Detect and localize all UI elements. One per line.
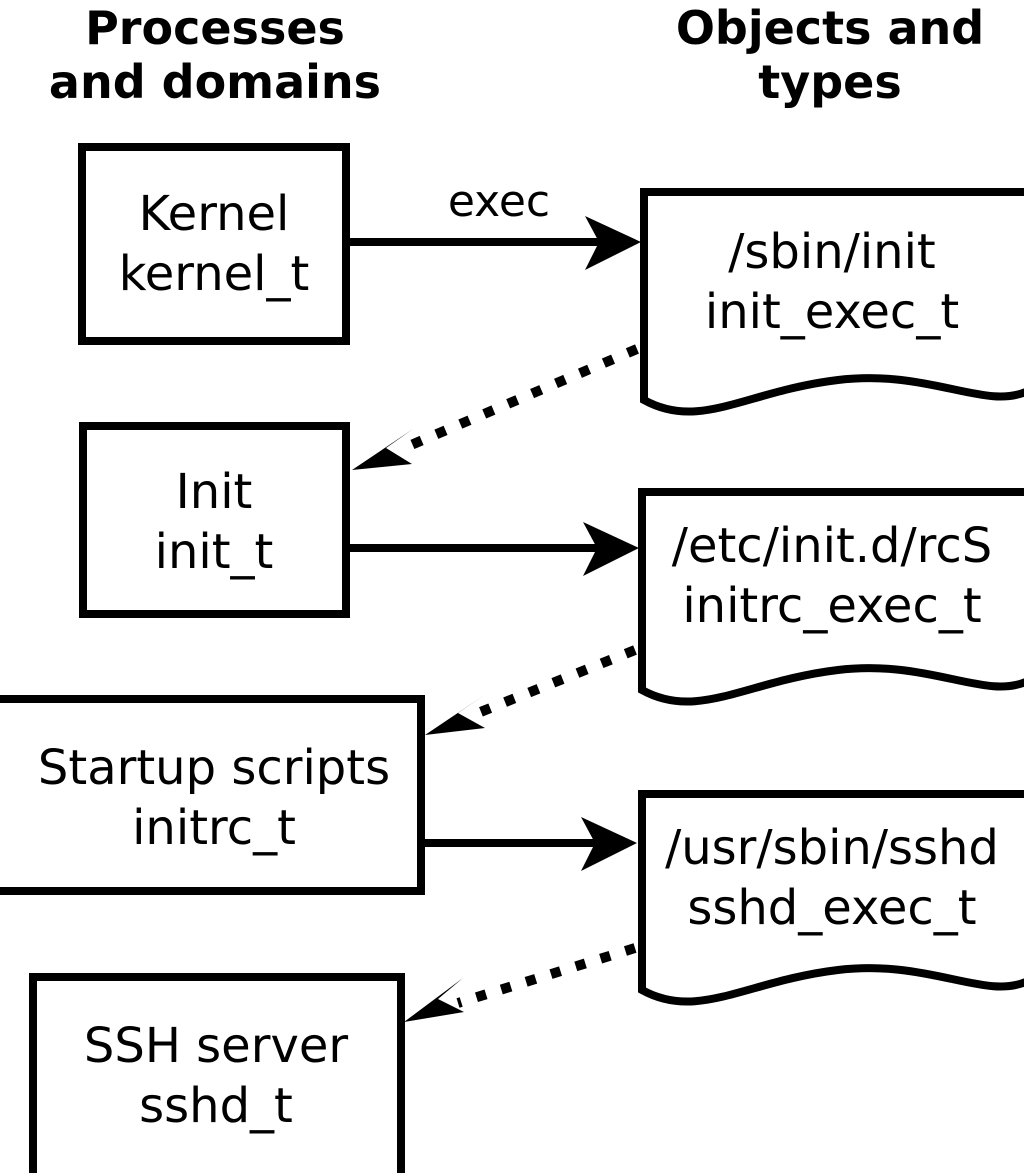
object-node-sshd-exec[interactable]: /usr/sbin/sshd sshd_exec_t	[638, 790, 1024, 1006]
node-document-shape	[638, 488, 1024, 706]
object-node-init-exec[interactable]: /sbin/init init_exec_t	[640, 188, 1024, 416]
node-label-line2: initrc_exec_t	[682, 578, 981, 634]
edge-sshd-exec-transition-sshd	[404, 943, 637, 1022]
node-label-line2: sshd_exec_t	[687, 880, 976, 936]
column-header-processes: Processes and domains	[49, 1, 381, 109]
node-box	[0, 695, 425, 895]
edge-kernel-exec-init-exec: exec	[350, 176, 641, 270]
objects-header-line2: types	[758, 55, 901, 109]
arrow-head-icon	[425, 694, 486, 735]
processes-header-line1: Processes	[85, 1, 345, 55]
node-label-line1: /etc/init.d/rcS	[672, 518, 992, 574]
edge-initrc-exec-transition-initrc	[425, 645, 637, 735]
edge-initrc-exec-sshd-exec	[425, 817, 637, 871]
object-node-initrc-exec[interactable]: /etc/init.d/rcS initrc_exec_t	[638, 488, 1024, 706]
column-header-objects: Objects and types	[676, 1, 984, 109]
node-label-line1: SSH server	[84, 1018, 349, 1074]
node-label-line2: kernel_t	[119, 246, 310, 302]
process-node-init[interactable]: Init init_t	[79, 422, 350, 618]
node-box	[78, 143, 350, 345]
node-document-shape	[638, 790, 1024, 1006]
edge-line	[456, 943, 637, 1008]
arrow-head-icon	[581, 817, 637, 871]
node-label-line1: Startup scripts	[38, 740, 390, 796]
process-node-ssh-server[interactable]: SSH server sshd_t	[29, 973, 405, 1173]
edge-line	[476, 645, 637, 718]
objects-header-line1: Objects and	[676, 1, 984, 55]
arrow-head-icon	[583, 522, 639, 576]
process-node-kernel[interactable]: Kernel kernel_t	[78, 143, 350, 345]
edge-line	[402, 344, 639, 453]
arrow-head-icon	[352, 429, 413, 470]
arrow-head-icon	[585, 216, 641, 270]
node-label-line1: Kernel	[139, 186, 290, 242]
node-box	[79, 422, 350, 618]
arrow-head-icon	[404, 978, 464, 1022]
node-label-line1: /sbin/init	[728, 224, 936, 280]
node-label-line2: sshd_t	[139, 1078, 293, 1134]
node-box	[29, 973, 405, 1173]
node-label-line1: /usr/sbin/sshd	[665, 820, 999, 876]
node-label-line2: initrc_t	[132, 800, 296, 856]
node-label-line2: init_t	[155, 524, 274, 580]
edge-init-exec-transition-init	[352, 344, 639, 470]
edge-init-exec-initrc-exec	[350, 522, 639, 576]
node-label-line1: Init	[176, 464, 253, 520]
process-node-startup-scripts[interactable]: Startup scripts initrc_t	[0, 695, 425, 895]
edge-label-exec: exec	[448, 176, 550, 227]
node-document-shape	[640, 188, 1024, 416]
processes-header-line2: and domains	[49, 55, 381, 109]
node-label-line2: init_exec_t	[705, 284, 959, 340]
